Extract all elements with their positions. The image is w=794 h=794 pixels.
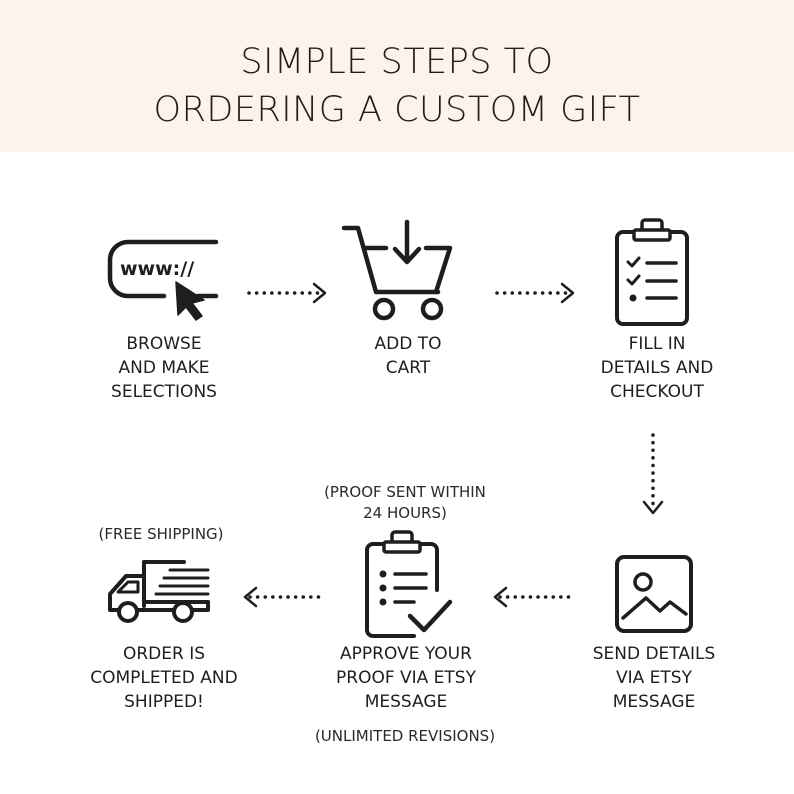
flow-arrow-right-1: [247, 282, 327, 304]
delivery-truck-icon: [108, 560, 210, 623]
proof-timing-note: (PROOF SENT WITHIN 24 HOURS): [324, 483, 486, 522]
browser-url-text: www://: [120, 258, 194, 280]
step-5-label: APPROVE YOUR PROOF VIA ETSY MESSAGE: [336, 644, 476, 712]
flow-arrow-down: [642, 433, 664, 515]
header-banner: SIMPLE STEPS TO ORDERING A CUSTOM GIFT: [0, 0, 794, 152]
flow-arrow-right-2: [495, 282, 575, 304]
browser-cursor-icon: www://: [107, 239, 219, 321]
flow-arrow-left-1: [493, 586, 573, 608]
step-6-label: ORDER IS COMPLETED AND SHIPPED!: [90, 644, 238, 712]
step-2-label: ADD TO CART: [374, 334, 442, 378]
flow-arrow-left-2: [243, 586, 323, 608]
image-icon: [615, 555, 693, 633]
shopping-cart-icon: [341, 219, 453, 321]
unlimited-revisions-note: (UNLIMITED REVISIONS): [314, 727, 496, 745]
step-1-label: BROWSE AND MAKE SELECTIONS: [111, 334, 217, 402]
step-3-label: FILL IN DETAILS AND CHECKOUT: [600, 334, 714, 402]
clipboard-approve-icon: [365, 530, 453, 638]
title-line-1: SIMPLE STEPS TO: [240, 42, 554, 82]
title-line-2: ORDERING A CUSTOM GIFT: [153, 90, 641, 130]
free-shipping-note: (FREE SHIPPING): [98, 525, 224, 543]
clipboard-checklist-icon: [615, 218, 689, 326]
step-4-label: SEND DETAILS VIA ETSY MESSAGE: [592, 644, 716, 712]
